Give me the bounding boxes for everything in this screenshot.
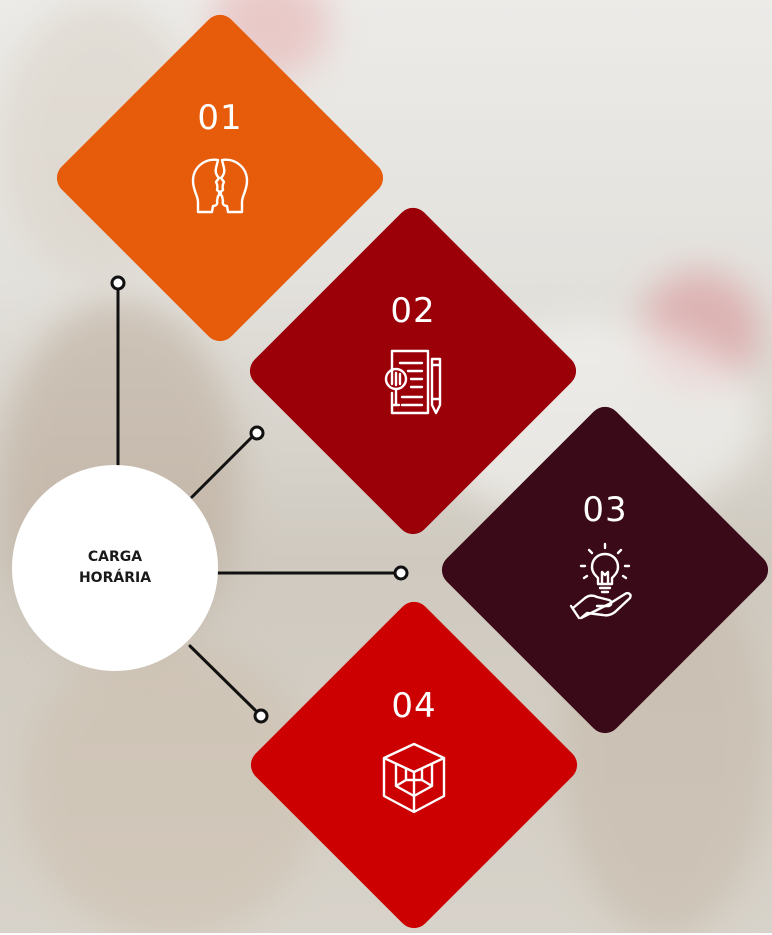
hand-lightbulb-icon bbox=[569, 542, 632, 620]
connector-line-02 bbox=[190, 436, 253, 499]
cube-box-icon bbox=[382, 742, 446, 814]
step-01-number: 01 bbox=[197, 98, 243, 138]
two-faces-icon bbox=[191, 158, 249, 214]
connector-node-04 bbox=[253, 708, 269, 724]
hub-label: CARGA HORÁRIA bbox=[78, 549, 152, 586]
step-03-number: 03 bbox=[582, 490, 628, 530]
hub-circle: CARGA HORÁRIA bbox=[12, 465, 218, 671]
step-01-content: 01 bbox=[120, 98, 320, 220]
connector-node-02 bbox=[249, 425, 265, 441]
step-03-content: 03 bbox=[505, 490, 705, 622]
step-02-content: 02 bbox=[313, 291, 513, 419]
document-magnifier-pencil-icon bbox=[384, 349, 442, 415]
step-04-content: 04 bbox=[314, 686, 514, 818]
connector-node-03 bbox=[393, 565, 409, 581]
connector-line-04 bbox=[188, 644, 257, 712]
step-04-number: 04 bbox=[391, 686, 437, 726]
step-02-number: 02 bbox=[390, 291, 436, 331]
connector-node-01 bbox=[110, 275, 126, 291]
